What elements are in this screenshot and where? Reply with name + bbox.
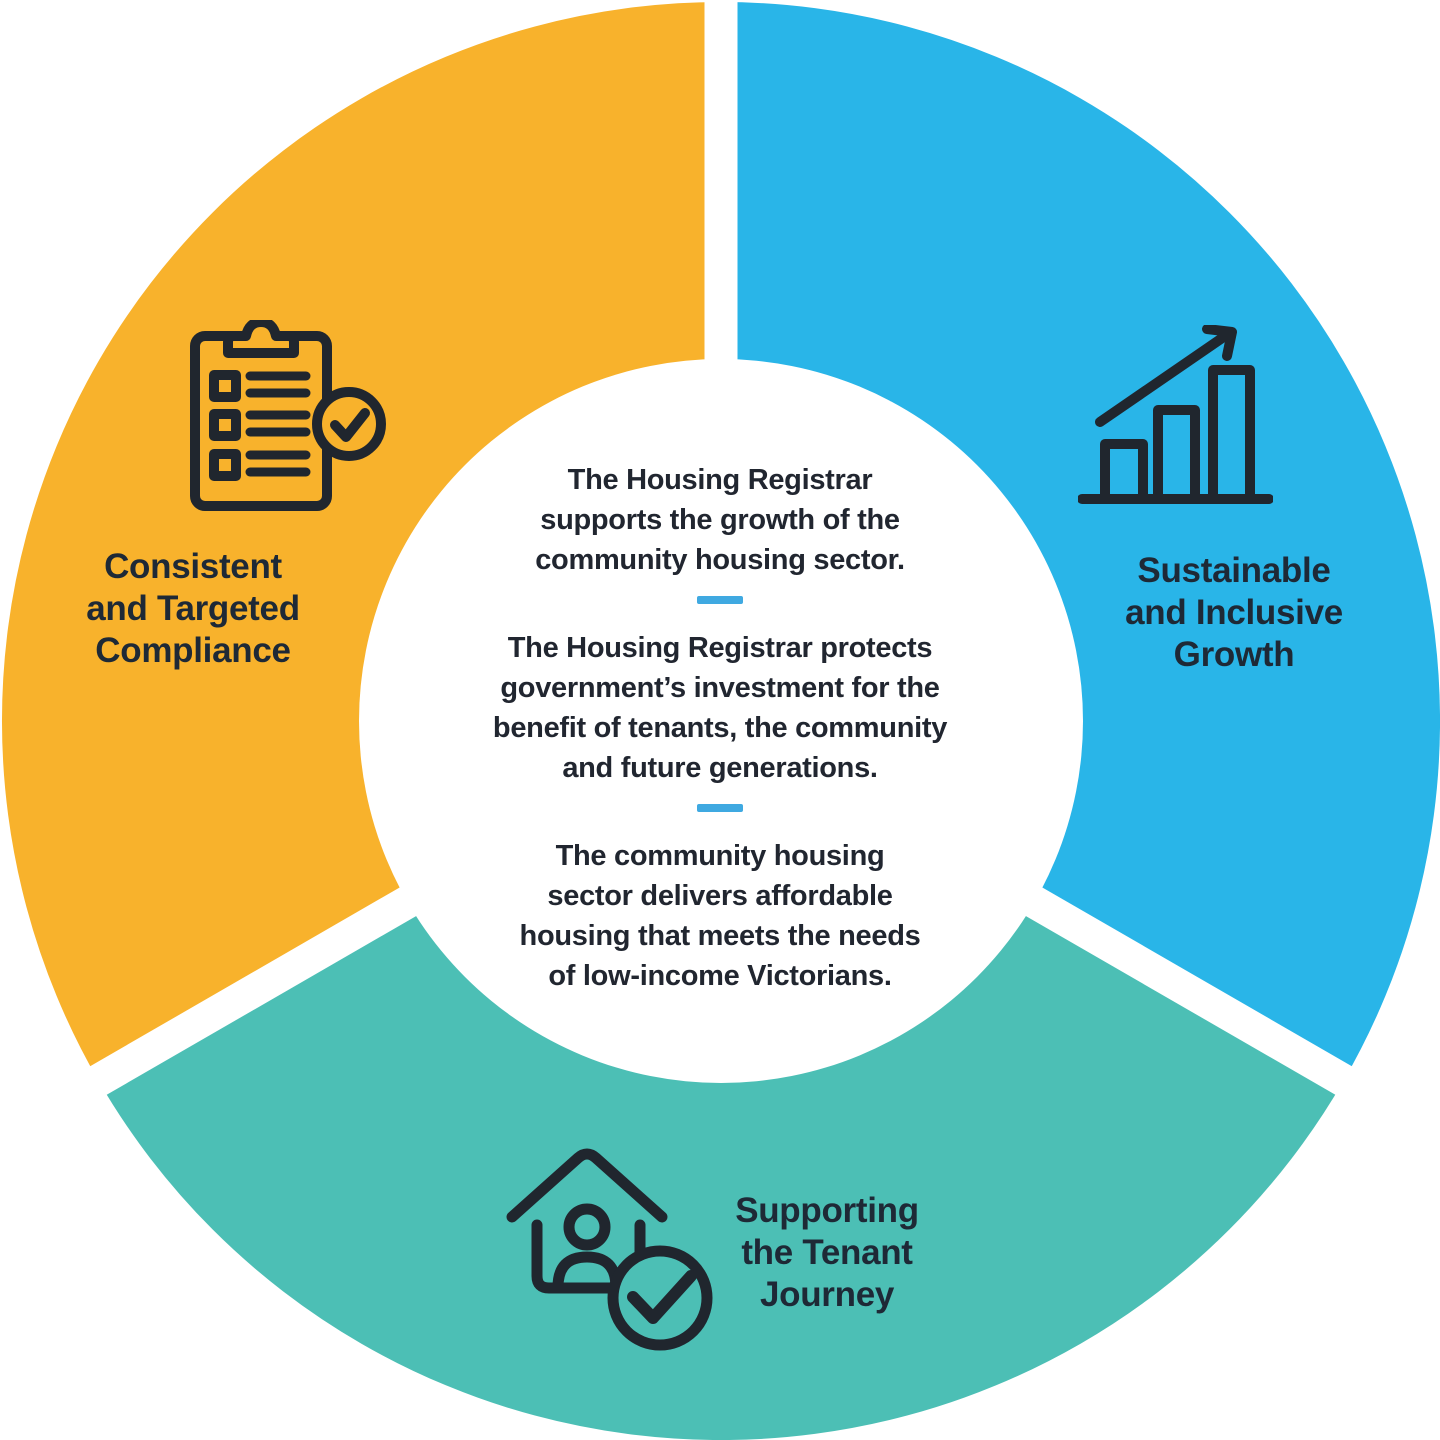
text-line: community housing sector. [535,544,905,576]
center-circle [359,359,1083,1083]
center-statements: The Housing Registrar supports the growt… [420,460,1020,996]
person-shoulders [552,1251,622,1293]
bar-chart-growth-icon [1078,325,1273,504]
text-line: Consistent [104,547,282,586]
statement-delivers-affordable-housing: The community housing sector delivers af… [420,836,1020,996]
segment-label-tenant-journey: Supporting the Tenant Journey [662,1190,992,1316]
text-line: and Targeted [86,589,300,628]
separator-dash [697,596,743,604]
text-line: The community housing [555,840,885,872]
segment-label-compliance: Consistent and Targeted Compliance [23,546,363,672]
bar-small [1100,439,1148,504]
bar-medium [1153,405,1200,504]
separator-dash [697,804,743,812]
person-head [563,1203,611,1251]
check-mark [330,408,370,442]
check-circle [312,387,386,461]
text-line: the Tenant [741,1233,913,1272]
house-roof [506,1148,668,1223]
text-line: Supporting [735,1191,919,1230]
segment-label-growth: Sustainable and Inclusive Growth [1064,550,1404,676]
text-line: benefit of tenants, the community [492,712,948,744]
statement-supports-growth: The Housing Registrar supports the growt… [420,460,1020,580]
text-line: and future generations. [562,752,878,784]
text-line: The Housing Registrar [567,464,873,496]
text-line: supports the growth of the [540,504,900,536]
house-tenant-check-icon [506,1148,713,1351]
checkbox-3 [209,449,241,481]
checkbox-1 [209,370,241,402]
text-line: housing that meets the needs [519,920,921,952]
check-circle [607,1245,713,1351]
clipboard-checklist-icon [190,320,386,511]
bar-tall [1208,365,1255,504]
text-line: The Housing Registrar protects [507,632,933,664]
check-mark [627,1270,697,1324]
text-line: government’s investment for the [500,672,940,704]
text-line: Compliance [95,631,291,670]
checkbox-2 [209,409,241,441]
text-line: Journey [759,1275,895,1314]
text-line: Sustainable [1137,551,1331,590]
text-line: of low-income Victorians. [548,960,892,992]
statement-protects-investment: The Housing Registrar protects governmen… [420,628,1020,788]
trend-arrow-head [1202,325,1237,361]
text-line: Growth [1173,635,1295,674]
text-line: and Inclusive [1125,593,1343,632]
trend-arrow-shaft [1095,329,1233,427]
clipboard-clip [223,320,299,358]
text-line: sector delivers affordable [547,880,893,912]
